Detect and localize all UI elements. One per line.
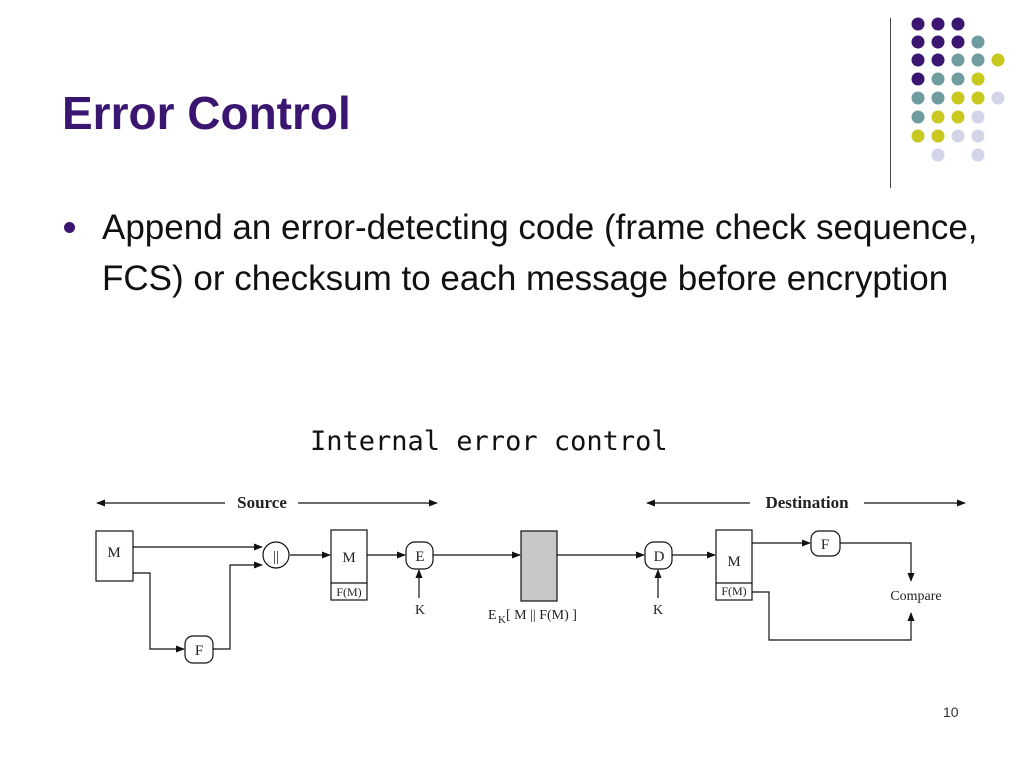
compare-label: Compare — [890, 589, 941, 604]
decorative-dot-grid — [911, 17, 1005, 162]
bullet-item: Append an error-detecting code (frame ch… — [64, 202, 984, 304]
d-label: D — [654, 549, 665, 565]
decorative-dot — [911, 35, 925, 49]
decorative-dot — [931, 148, 945, 162]
decorative-dot — [991, 91, 1005, 105]
e-label: E — [415, 549, 424, 565]
decorative-dot — [931, 35, 945, 49]
block-fm-label: F(M) — [336, 585, 361, 599]
decorative-dot — [911, 129, 925, 143]
slide-title: Error Control — [62, 87, 351, 139]
destination-message-fcs-block — [715, 529, 753, 601]
decorative-dot — [991, 53, 1005, 67]
source-k-label: K — [415, 603, 425, 618]
ek-sub: K — [498, 614, 506, 626]
decorative-dot — [951, 17, 965, 31]
f-label: F — [195, 643, 203, 659]
dest-block-fm-label: F(M) — [721, 584, 746, 598]
decorative-dot — [951, 129, 965, 143]
decorative-dot — [971, 53, 985, 67]
error-control-diagram: Source Destination M F || M F(M) E K E K… — [95, 493, 966, 664]
decorative-dot — [931, 91, 945, 105]
decorative-dot — [911, 91, 925, 105]
decorative-dot — [951, 72, 965, 86]
decorative-dot — [951, 53, 965, 67]
concat-label: || — [273, 549, 279, 565]
ek-prefix: E — [488, 608, 497, 623]
decorative-dot — [971, 91, 985, 105]
decorative-dot — [911, 17, 925, 31]
dest-block-m-label: M — [727, 554, 740, 570]
bullet-dot-icon — [64, 222, 75, 233]
decorative-dot — [971, 129, 985, 143]
decorative-dot — [951, 91, 965, 105]
ciphertext-channel-box — [520, 530, 558, 602]
decorative-dot — [971, 35, 985, 49]
dest-f-label: F — [821, 537, 829, 553]
source-message-box — [95, 530, 134, 582]
decorative-dot — [911, 110, 925, 124]
block-m-label: M — [342, 550, 355, 566]
decorative-dot — [931, 129, 945, 143]
decorative-dot — [951, 35, 965, 49]
decorative-dot — [931, 53, 945, 67]
decorative-dot — [971, 110, 985, 124]
source-m-label: M — [107, 545, 120, 561]
page-number: 10 — [943, 704, 959, 720]
diagram-caption: Internal error control — [310, 426, 668, 457]
bullet-text: Append an error-detecting code (frame ch… — [102, 208, 978, 298]
decorative-dot — [931, 110, 945, 124]
message-fcs-block — [330, 529, 368, 601]
decorative-dot — [971, 148, 985, 162]
source-label: Source — [237, 493, 287, 512]
header-divider — [890, 18, 891, 188]
decorative-dot — [931, 72, 945, 86]
concatenate-node — [262, 541, 290, 569]
decorative-dot — [931, 17, 945, 31]
dest-k-label: K — [653, 603, 663, 618]
destination-label: Destination — [765, 493, 849, 512]
decorative-dot — [911, 53, 925, 67]
decorative-dot — [951, 110, 965, 124]
decorative-dot — [971, 72, 985, 86]
decorative-dot — [911, 72, 925, 86]
ek-rest: [ M || F(M) ] — [506, 608, 577, 623]
